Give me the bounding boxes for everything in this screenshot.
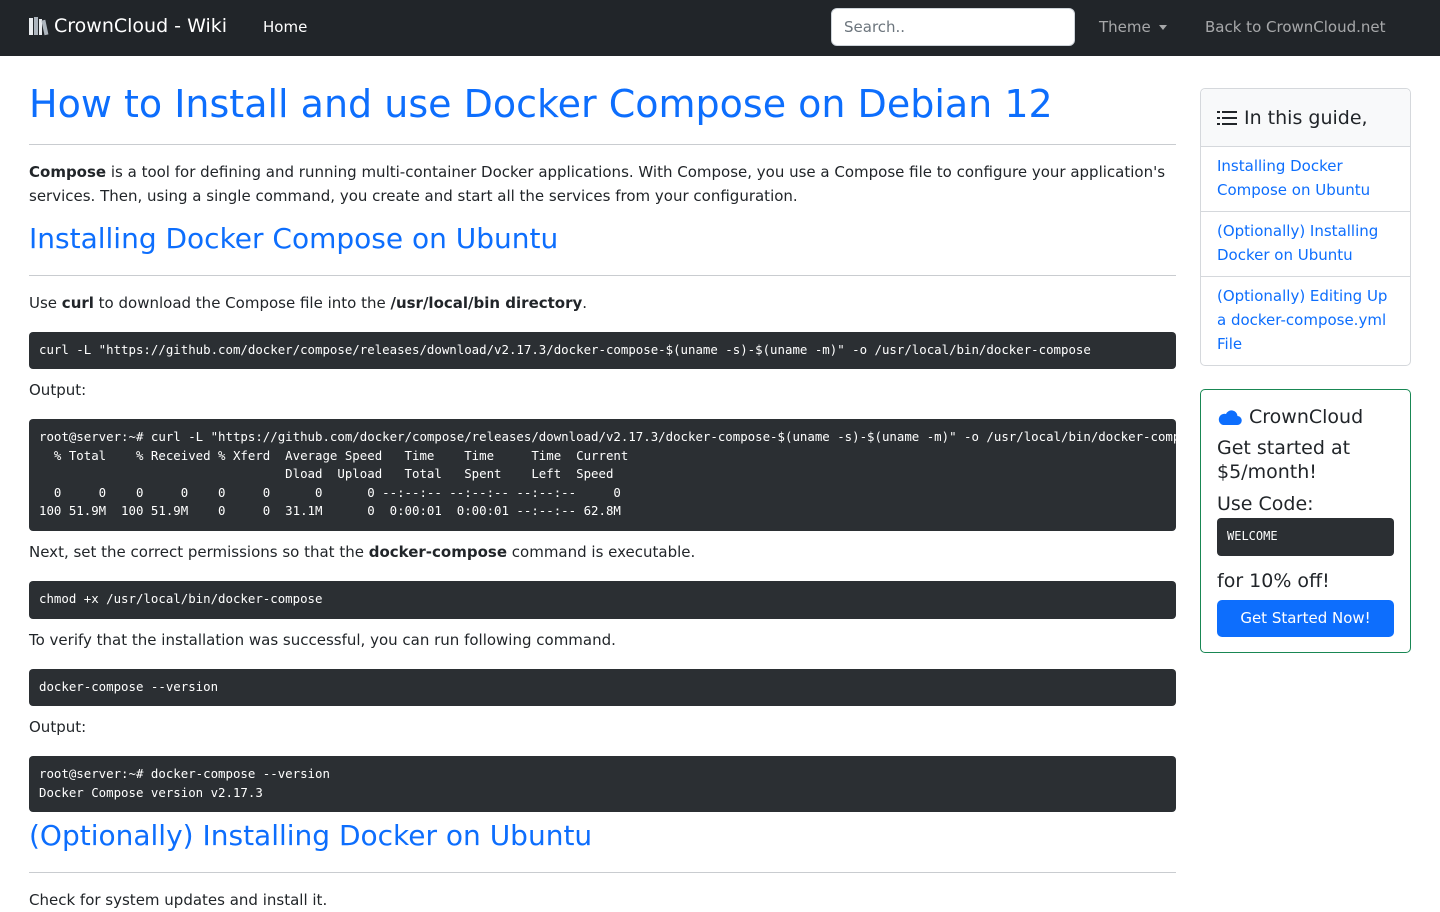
promo-code: WELCOME [1217,518,1394,556]
promo-discount: for 10% off! [1217,570,1330,592]
title-divider [29,144,1176,145]
curl-text-3: . [582,294,588,312]
curl-paragraph: Use curl to download the Compose file in… [29,291,1176,315]
page-title: How to Install and use Docker Compose on… [29,82,1053,126]
top-navbar: CrownCloud - Wiki Home Theme Back to Cro… [0,0,1440,56]
toc-item-edit-compose-file[interactable]: (Optionally) Editing Up a docker-compose… [1217,287,1388,353]
list-icon [1217,110,1237,125]
toc-title: In this guide, [1244,106,1368,129]
curl-bold: curl [61,294,94,312]
code-block-chmod[interactable]: chmod +x /usr/local/bin/docker-compose [29,581,1176,619]
theme-label: Theme [1099,18,1151,36]
intro-text: is a tool for defining and running multi… [29,163,1166,205]
intro-paragraph: Compose is a tool for defining and runni… [29,160,1176,208]
toc-header: In this guide, [1201,89,1410,147]
promo-title: CrownCloud [1217,406,1394,428]
back-to-crowncloud-link[interactable]: Back to CrownCloud.net [1205,18,1386,36]
section-heading-install-docker: (Optionally) Installing Docker on Ubuntu [29,819,593,852]
verify-paragraph: To verify that the installation was succ… [29,631,616,649]
toc-item-install-compose[interactable]: Installing Docker Compose on Ubuntu [1201,147,1410,212]
permissions-paragraph: Next, set the correct permissions so tha… [29,540,1176,564]
section-heading-install-compose: Installing Docker Compose on Ubuntu [29,222,559,255]
code-block-output-1[interactable]: root@server:~# curl -L "https://github.c… [29,419,1176,531]
output-label-1: Output: [29,381,87,399]
curl-text-1: Use [29,294,62,312]
search-input[interactable] [831,8,1075,46]
intro-bold: Compose [29,163,107,181]
promo-price: Get started at $5/month! [1217,437,1351,483]
code-block-curl[interactable]: curl -L "https://github.com/docker/compo… [29,332,1176,369]
nav-home-link[interactable]: Home [263,18,308,36]
code-block-output-2[interactable]: root@server:~# docker-compose --version … [29,756,1176,812]
perm-text-2: command is executable. [507,543,696,561]
get-started-button[interactable]: Get Started Now! [1217,600,1394,637]
cloud-icon [1218,410,1242,426]
code-block-version[interactable]: docker-compose --version [29,669,1176,706]
section1-divider [29,275,1176,276]
dir-bold: /usr/local/bin directory [390,294,583,312]
caret-down-icon [1158,24,1167,30]
promo-title-text: CrownCloud [1249,406,1364,428]
brand-link[interactable]: CrownCloud - Wiki [28,15,227,37]
output-label-2: Output: [29,718,87,736]
curl-text-2: to download the Compose file into the [93,294,391,312]
books-icon [29,17,49,36]
perm-text-1: Next, set the correct permissions so tha… [29,543,369,561]
brand-text: CrownCloud - Wiki [54,15,228,37]
perm-bold: docker-compose [368,543,508,561]
section2-divider [29,872,1176,873]
theme-dropdown[interactable]: Theme [1099,18,1167,36]
updates-paragraph: Check for system updates and install it. [29,891,328,909]
promo-code-label: Use Code: [1217,493,1314,515]
toc-card: In this guide, Installing Docker Compose… [1200,88,1411,366]
toc-item-install-docker[interactable]: (Optionally) Installing Docker on Ubuntu [1201,212,1410,277]
promo-card: CrownCloud Get started at $5/month! Use … [1200,389,1411,653]
